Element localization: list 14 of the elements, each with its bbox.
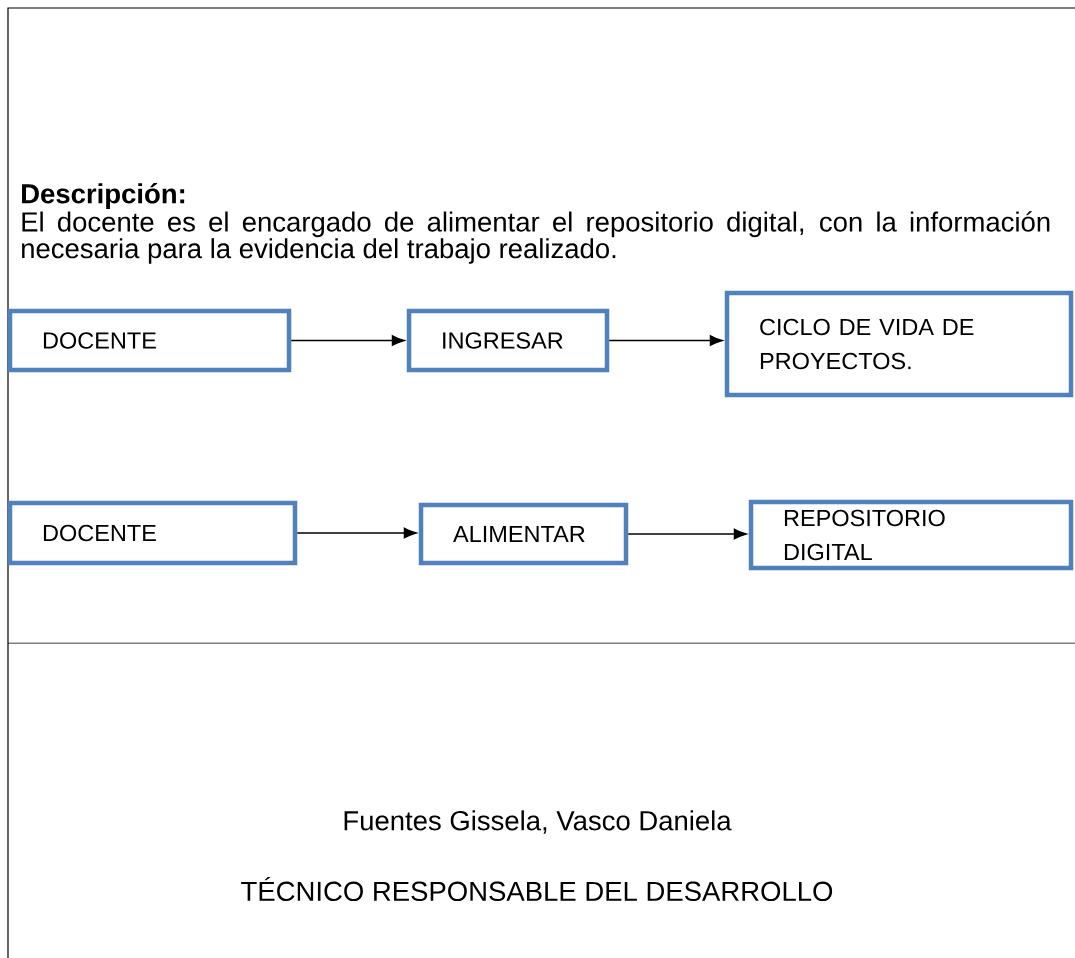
process-box: ALIMENTAR [418, 502, 629, 566]
role-text: TÉCNICO RESPONSABLE DEL DESARROLLO [241, 876, 833, 902]
description-text: El docente es el encargado de alimentar el repositorio digital, con la información necesaria para la evidencia del trabajo realizado. [22, 211, 1050, 264]
arrow [627, 528, 747, 540]
process-box: REPOSITORIO DIGITAL [748, 499, 1074, 571]
arrow [608, 335, 723, 346]
arrow [290, 335, 405, 346]
author-names: Fuentes Gissela, Vasco Daniela [344, 810, 732, 834]
cell-heading: Descripción: [22, 183, 185, 209]
process-box: DOCENTE [7, 500, 298, 566]
arrow [296, 527, 417, 539]
process-box: DOCENTE [7, 308, 292, 373]
process-box: INGRESAR [406, 308, 610, 373]
process-box: CICLO DE VIDA DE PROYECTOS. [724, 290, 1074, 398]
